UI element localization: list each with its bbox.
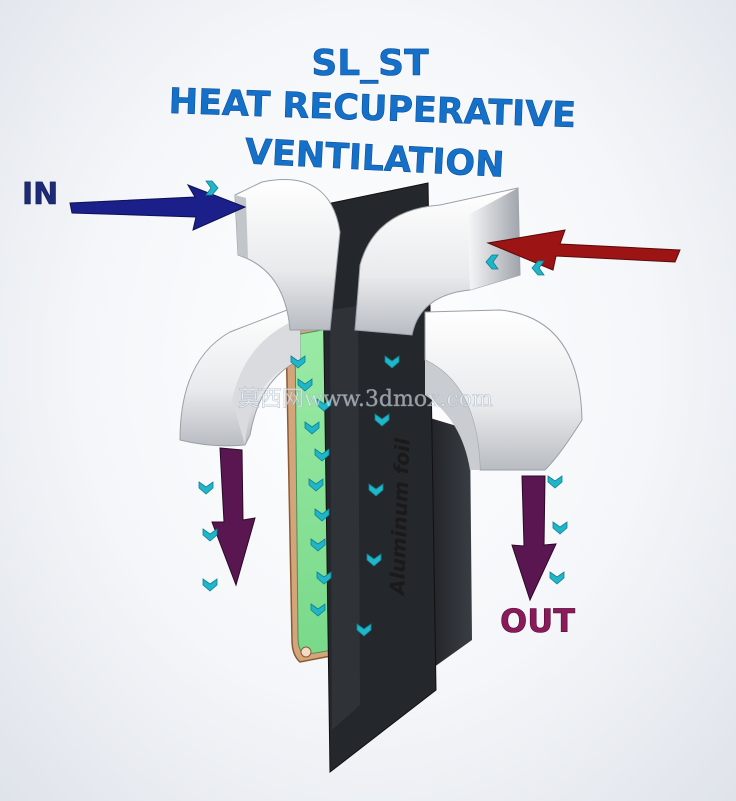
flow-marker-icon xyxy=(206,181,218,195)
flow-marker-icon xyxy=(532,261,544,275)
intake-arrow xyxy=(70,185,245,230)
title-block: SL_ST HEAT RECUPERATIVE VENTILATION xyxy=(168,43,577,186)
frame-bolt xyxy=(301,647,311,657)
in-label: IN xyxy=(22,177,58,212)
title-line-2: HEAT RECUPERATIVE xyxy=(168,82,577,136)
title-line-1: SL_ST xyxy=(311,43,429,84)
flow-marker-icon xyxy=(199,482,213,494)
flow-marker-icon xyxy=(203,579,217,591)
flow-marker-icon xyxy=(548,476,562,488)
watermark: 莫西网www.3dmox.com xyxy=(238,387,493,412)
out-label: OUT xyxy=(500,602,575,640)
divider-highlight xyxy=(330,306,360,730)
flow-marker-icon xyxy=(203,529,217,541)
title-line-3: VENTILATION xyxy=(244,132,506,186)
right-outflow-arrow xyxy=(512,476,556,600)
flow-marker-icon xyxy=(550,572,564,584)
upper-left-duct xyxy=(235,179,340,330)
left-outflow-arrow xyxy=(212,448,255,585)
flow-marker-icon xyxy=(553,522,567,534)
